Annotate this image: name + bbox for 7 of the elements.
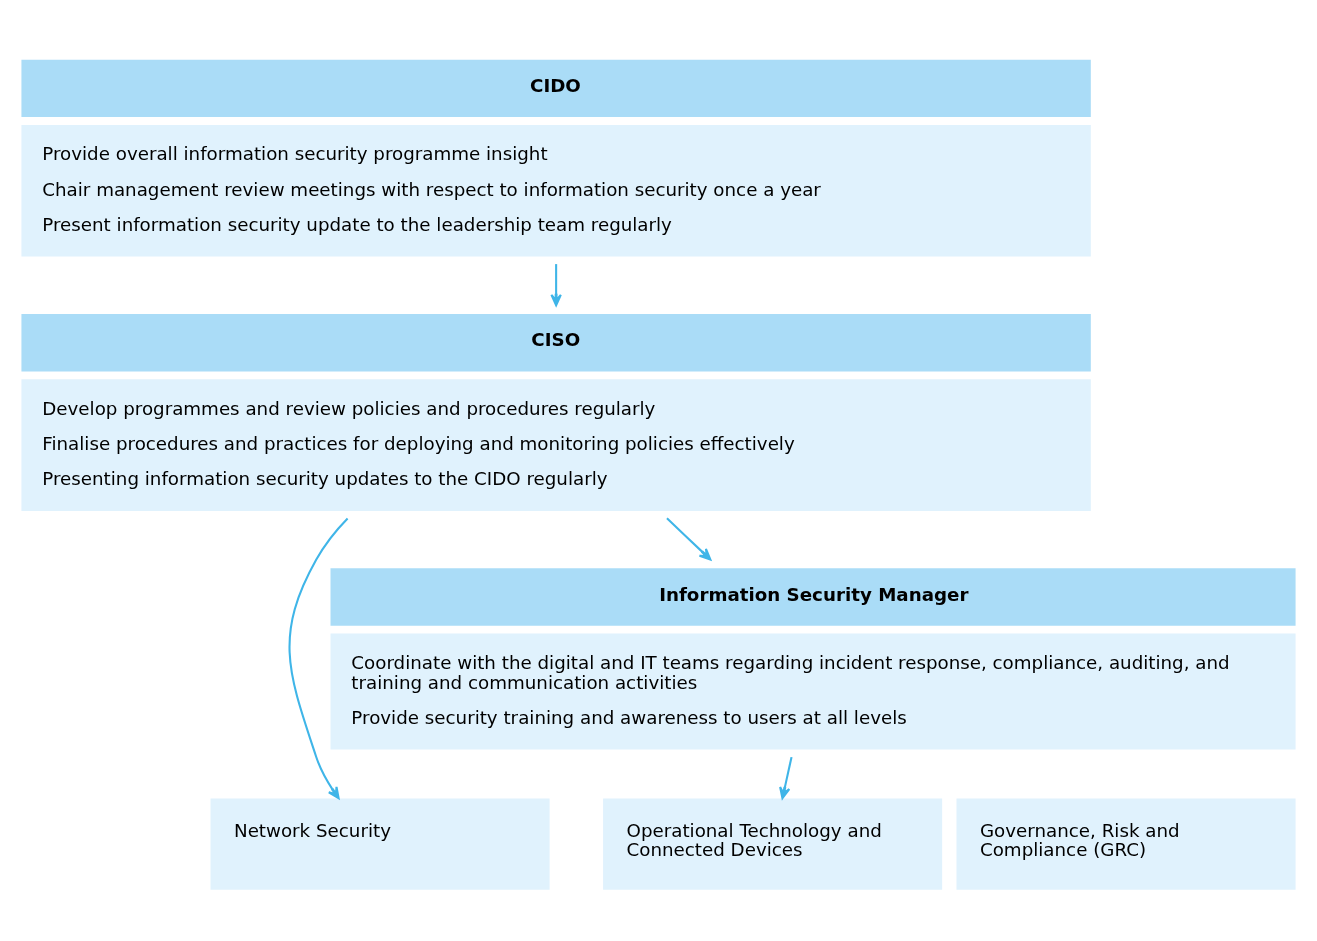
node-box: Network Security [210,798,550,890]
node-box: Governance, Risk and Compliance (GRC) [956,798,1296,890]
arrow [288,517,349,800]
arrow [550,264,562,307]
arrow [666,517,712,561]
arrow [779,756,793,800]
node-box: Operational Technology and Connected Devices [603,798,943,890]
